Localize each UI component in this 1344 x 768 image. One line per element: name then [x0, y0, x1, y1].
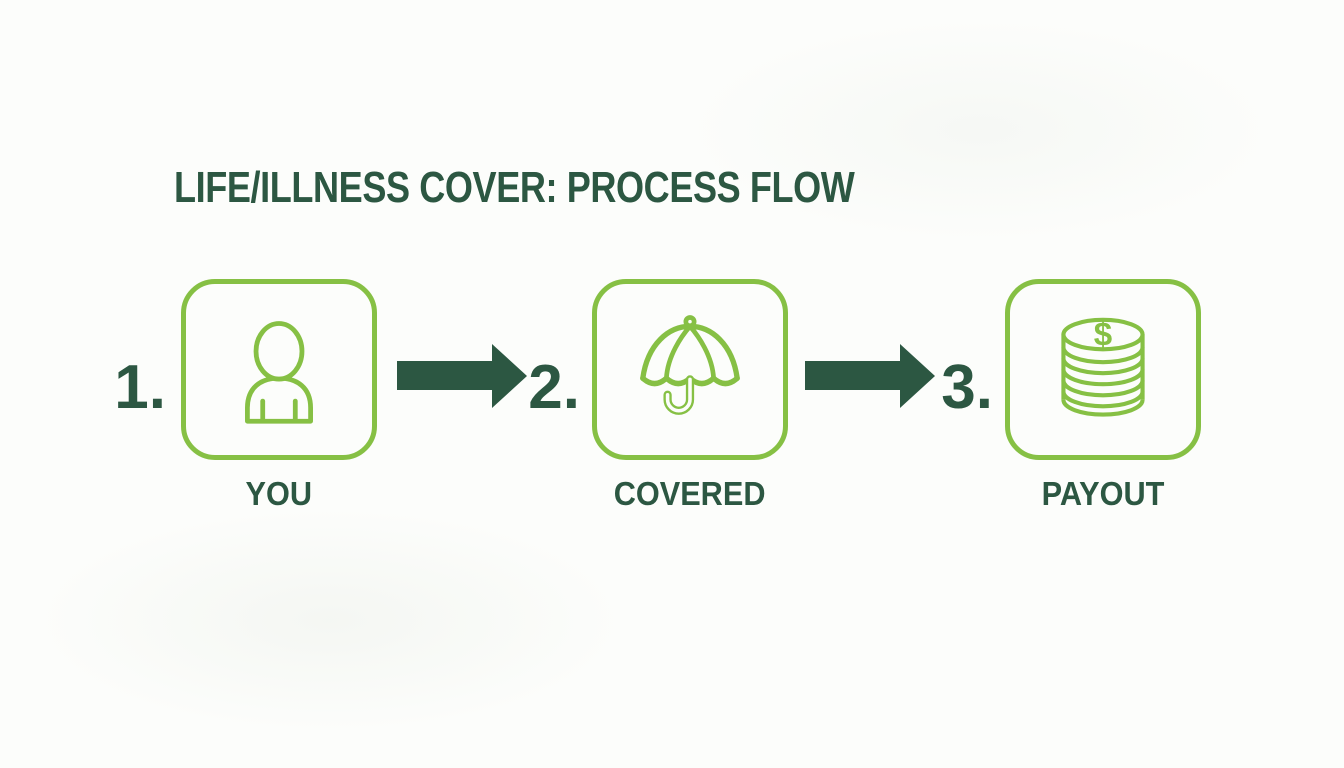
dollar-sign: $	[1094, 317, 1112, 354]
step-label-covered: COVERED	[592, 475, 788, 513]
step-box-covered	[592, 279, 788, 460]
step-number-3: 3.	[941, 353, 993, 422]
step-label-covered-text: COVERED	[614, 475, 766, 512]
coins-icon: $	[1061, 317, 1145, 417]
step-box-you	[181, 279, 377, 460]
step-label-payout-text: PAYOUT	[1041, 475, 1165, 512]
step-box-payout: $	[1005, 279, 1201, 460]
step-number-1: 1.	[114, 353, 166, 422]
person-icon	[245, 321, 313, 424]
step-label-you: YOU	[181, 475, 377, 513]
umbrella-icon	[640, 314, 740, 415]
arrow-right-icon	[397, 344, 527, 408]
arrow-right-icon	[805, 344, 935, 408]
step-number-2: 2.	[528, 353, 580, 422]
step-label-you-text: YOU	[245, 475, 313, 512]
page-title: LIFE/ILLNESS COVER: PROCESS FLOW	[174, 163, 1004, 213]
page-title-text: LIFE/ILLNESS COVER: PROCESS FLOW	[174, 163, 855, 212]
step-label-payout: PAYOUT	[1005, 475, 1201, 513]
